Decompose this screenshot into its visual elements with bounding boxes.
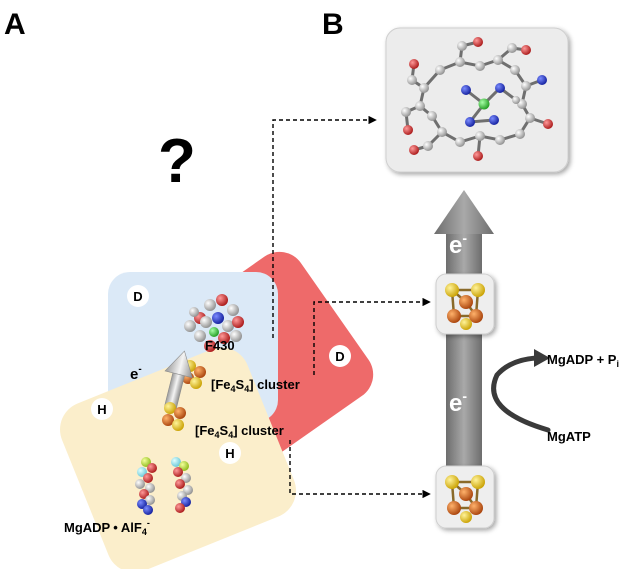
fe4s4-cluster-bottom-label: [Fe4S4] cluster (195, 423, 284, 440)
fe4s4-cluster-top-label: [Fe4S4] cluster (211, 377, 300, 394)
svg-text:H: H (225, 446, 234, 461)
f430-label: F430 (205, 338, 235, 353)
connector-cluster-top-to-box (313, 297, 431, 375)
cofactor-structure-box (385, 27, 569, 173)
fe4s4-cluster-bottom-model (162, 402, 186, 431)
question-mark: ? (158, 127, 196, 196)
electron-transfer-arrow (164, 350, 193, 410)
domain-label-h-left: H (91, 398, 113, 420)
atp-hydrolysis-arrowhead (534, 349, 550, 367)
domain-label-h-inner: H (219, 442, 241, 464)
nucleotide-molecule-left (135, 457, 157, 515)
connector-cluster-bottom-to-box (289, 440, 431, 499)
svg-text:D: D (335, 349, 344, 364)
panel-a-letter: A (4, 8, 26, 41)
nucleotide-label: MgADP• AlF4- (64, 518, 150, 537)
panel-b-letter: B (322, 8, 344, 41)
atp-hydrolysis-arrow (491, 355, 551, 433)
electron-label-b-mid: e- (449, 388, 467, 417)
electron-label-b-top: e- (449, 230, 467, 259)
electron-label-a: e- (130, 364, 142, 383)
substrate-label: MgATP (547, 429, 591, 444)
domain-label-d-right: D (329, 345, 351, 367)
fe4s4-cluster-box-upper (435, 273, 495, 335)
svg-text:D: D (133, 289, 142, 304)
connector-f430-to-cofactor (272, 115, 377, 338)
product-label: MgADP + Pi (547, 352, 619, 369)
domain-label-d-top: D (127, 285, 149, 307)
f430-molecule-model (184, 294, 244, 352)
svg-text:H: H (97, 402, 106, 417)
fe4s4-cluster-box-lower (435, 465, 495, 529)
nucleotide-molecule-right (171, 457, 193, 513)
